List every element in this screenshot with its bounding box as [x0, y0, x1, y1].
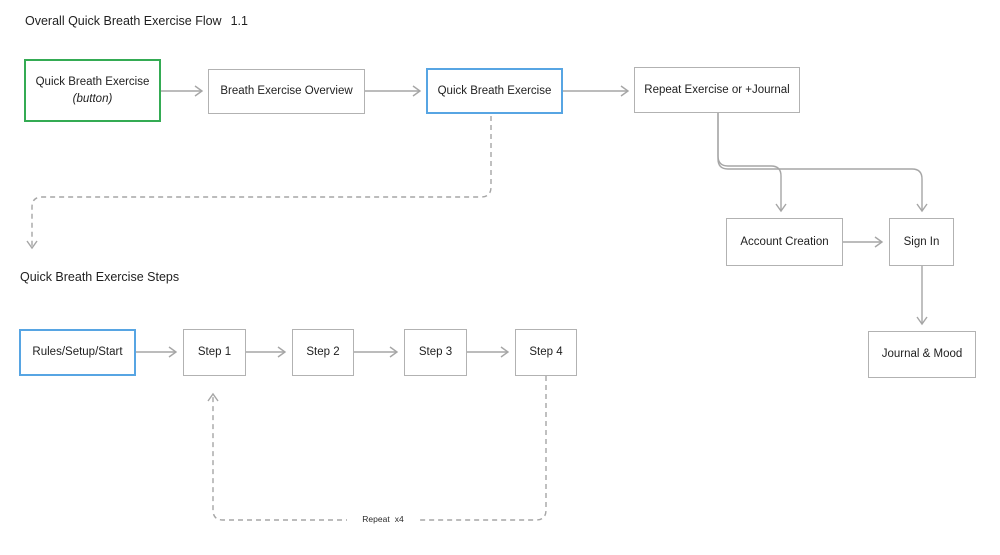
- node-label: Quick Breath Exercise: [437, 84, 552, 97]
- dashed-arrow-quickbreath-to-steps-section: [26, 116, 492, 250]
- diagram-title-version: 1.1: [230, 14, 248, 28]
- node-rules-setup-start[interactable]: Rules/Setup/Start: [19, 329, 136, 376]
- node-label: Step 4: [529, 346, 563, 359]
- repeat-loop-text: Repeat: [362, 514, 390, 524]
- node-label: Quick Breath Exercise: [35, 75, 150, 88]
- node-quick-breath-exercise-button[interactable]: Quick Breath Exercise (button): [24, 59, 161, 122]
- node-sublabel: (button): [72, 92, 113, 105]
- node-step-2[interactable]: Step 2: [292, 329, 354, 376]
- node-repeat-exercise-or-journal[interactable]: Repeat Exercise or +Journal: [634, 67, 800, 113]
- node-account-creation[interactable]: Account Creation: [726, 218, 843, 266]
- arrow-repeat-to-account-creation: [717, 113, 787, 213]
- node-label: Step 3: [418, 346, 453, 359]
- dashed-repeat-loop-step4-to-step1: [213, 376, 547, 521]
- node-label: Rules/Setup/Start: [32, 346, 123, 359]
- diagram-title-text: Overall Quick Breath Exercise Flow: [25, 14, 222, 28]
- repeat-loop-label: Repeat x4: [347, 514, 419, 524]
- node-label: Step 1: [197, 346, 232, 359]
- node-label: Repeat Exercise or +Journal: [644, 83, 790, 96]
- arrow-repeat-to-sign-in: [717, 113, 928, 213]
- node-label: Sign In: [903, 235, 940, 248]
- node-step-1[interactable]: Step 1: [183, 329, 246, 376]
- node-breath-exercise-overview[interactable]: Breath Exercise Overview: [208, 69, 365, 114]
- node-label: Breath Exercise Overview: [220, 85, 353, 98]
- node-step-3[interactable]: Step 3: [404, 329, 467, 376]
- node-step-4[interactable]: Step 4: [515, 329, 577, 376]
- node-journal-and-mood[interactable]: Journal & Mood: [868, 331, 976, 378]
- node-label: Journal & Mood: [881, 348, 963, 361]
- node-sign-in[interactable]: Sign In: [889, 218, 954, 266]
- repeat-loop-count: x4: [394, 514, 404, 524]
- diagram-title: Overall Quick Breath Exercise Flow 1.1: [25, 14, 248, 28]
- node-label: Account Creation: [740, 235, 829, 248]
- section-label-steps: Quick Breath Exercise Steps: [20, 270, 180, 284]
- node-label: Step 2: [306, 346, 340, 359]
- node-quick-breath-exercise[interactable]: Quick Breath Exercise: [426, 68, 563, 114]
